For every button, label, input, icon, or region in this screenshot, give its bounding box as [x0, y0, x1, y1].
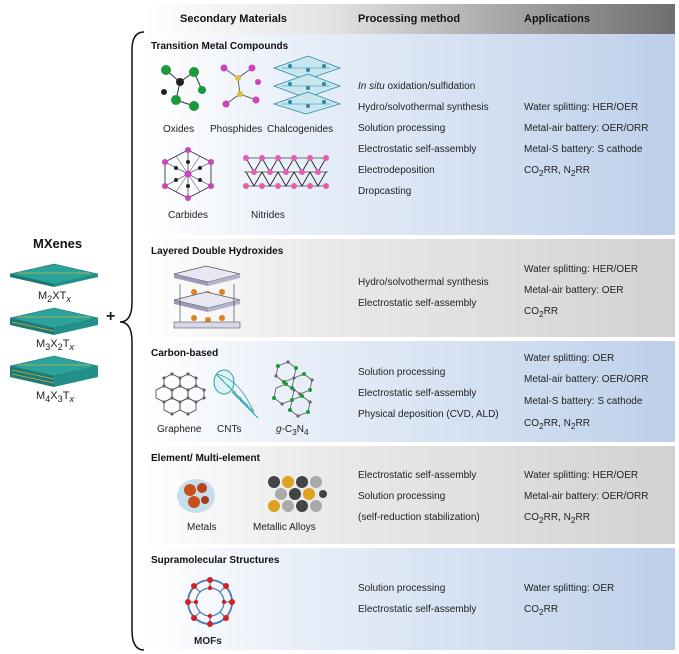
material-label: Nitrides	[251, 210, 285, 221]
method-text: Solution processing	[358, 491, 446, 502]
material-label: Carbides	[168, 210, 209, 221]
header-applications: Applications	[524, 13, 591, 25]
method-text: Electrostatic self-assembly	[358, 604, 477, 615]
table-header	[145, 4, 675, 34]
application-text: Metal-air battery: OER/ORR	[524, 374, 649, 385]
material-label: CNTs	[217, 424, 242, 435]
panel-transition-metal-compounds	[145, 34, 675, 235]
curly-brace	[119, 31, 145, 651]
carbide-structure-icon	[162, 147, 214, 201]
application-text: Metal-S battery: S cathode	[524, 144, 643, 155]
method-text: Electrostatic self-assembly	[358, 144, 477, 155]
material-label: MOFs	[194, 636, 222, 647]
panel-title: Element/ Multi-element	[151, 453, 260, 464]
g-c3n4-structure-icon	[272, 360, 314, 418]
panel-layered-double-hydroxides	[145, 239, 675, 337]
material-label: g-C3N4	[276, 424, 309, 437]
mof-structure-icon	[185, 577, 235, 627]
plus-sign: +	[106, 308, 116, 325]
method-text: Hydro/solvothermal synthesis	[358, 102, 489, 113]
material-label: Graphene	[157, 424, 202, 435]
application-text: Metal-air battery: OER/ORR	[524, 123, 649, 134]
panel-title: Transition Metal Compounds	[151, 41, 289, 52]
application-text: Water splitting: OER	[524, 353, 615, 364]
application-text: Water splitting: HER/OER	[524, 470, 639, 481]
graphene-structure-icon	[155, 372, 206, 416]
application-text: Water splitting: HER/OER	[524, 102, 639, 113]
panel-supramolecular-structures	[145, 548, 675, 650]
mxene-m3x2t-label: M3X2Tx	[36, 338, 75, 353]
application-text: CO2RR	[524, 306, 559, 319]
application-text: Water splitting: HER/OER	[524, 264, 639, 275]
application-text: Metal-S battery: S cathode	[524, 396, 643, 407]
application-text: Water splitting: OER	[524, 583, 615, 594]
method-text: Physical deposition (CVD, ALD)	[358, 409, 499, 420]
method-text: In situ oxidation/sulfidation	[358, 81, 476, 92]
application-text: CO2RR	[524, 604, 559, 617]
application-text: CO2RR, N2RR	[524, 512, 590, 525]
application-text: Metal-air battery: OER	[524, 285, 624, 296]
header-secondary-materials: Secondary Materials	[180, 13, 287, 25]
ldh-structure-icon	[173, 265, 241, 329]
panel-title: Carbon-based	[151, 348, 219, 359]
mxenes-title: MXenes	[33, 236, 83, 251]
method-text: Solution processing	[358, 583, 446, 594]
material-label: Metals	[187, 522, 217, 533]
metallic-alloy-icon	[268, 476, 327, 512]
method-text: Electrostatic self-assembly	[358, 298, 477, 309]
chalcogenide-structure-icon	[272, 55, 342, 115]
panel-title: Supramolecular Structures	[151, 555, 280, 566]
mxene-m2xt-structure-icon	[9, 263, 99, 287]
method-text: Solution processing	[358, 367, 446, 378]
application-text: CO2RR, N2RR	[524, 165, 590, 178]
nitride-structure-icon	[243, 155, 329, 189]
material-label: Phosphides	[210, 124, 263, 135]
application-text: Metal-air battery: OER/ORR	[524, 491, 649, 502]
mxene-m4x3t-structure-icon	[9, 355, 99, 387]
panel-title: Layered Double Hydroxides	[151, 246, 284, 257]
method-text: Solution processing	[358, 123, 446, 134]
method-text: Electrostatic self-assembly	[358, 470, 477, 481]
method-text: Hydro/solvothermal synthesis	[358, 277, 489, 288]
method-text: (self-reduction stabilization)	[358, 512, 480, 523]
method-text: Electrostatic self-assembly	[358, 388, 477, 399]
cnt-structure-icon	[213, 369, 259, 419]
method-text: Dropcasting	[358, 186, 412, 197]
material-label: Chalcogenides	[267, 124, 334, 135]
mxene-m3x2t-structure-icon	[9, 307, 99, 335]
application-text: CO2RR, N2RR	[524, 418, 590, 431]
panel-element-multi-element	[145, 446, 675, 544]
method-text: Electrodeposition	[358, 165, 435, 176]
material-label: Metallic Alloys	[253, 522, 316, 533]
metal-particles-icon	[177, 479, 215, 513]
mxene-m4x3t-label: M4X3Tx	[36, 390, 75, 405]
header-processing-method: Processing method	[358, 13, 461, 25]
oxide-structure-icon	[161, 65, 206, 111]
material-label: Oxides	[163, 124, 195, 135]
phosphide-structure-icon	[220, 64, 261, 108]
mxene-m2xt-label: M2XTx	[38, 290, 71, 305]
